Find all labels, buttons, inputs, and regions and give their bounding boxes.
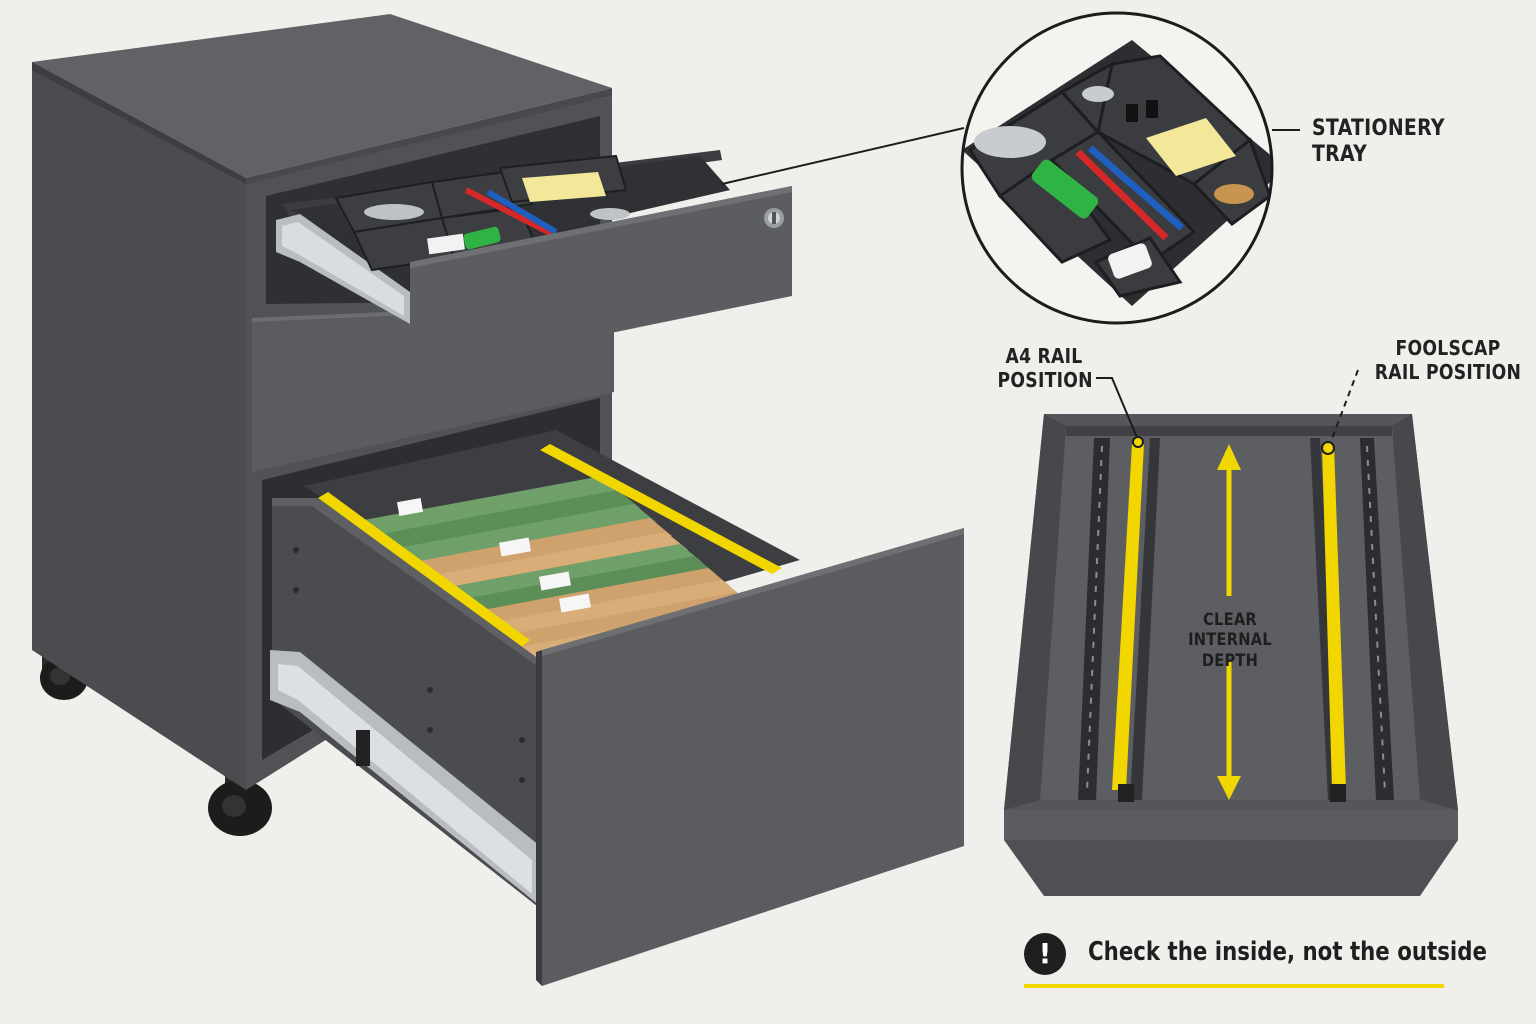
pedestal-cabinet bbox=[32, 14, 964, 986]
foolscap-rail-label-line-1: FOOLSCAP bbox=[1395, 336, 1501, 360]
file-rail-left bbox=[318, 492, 530, 648]
drawer-inside-front-lip bbox=[1004, 810, 1458, 840]
a4-leader-line bbox=[1096, 377, 1139, 441]
a4-rail-label-line-1: A4 RAIL bbox=[1005, 344, 1083, 368]
foolscap-rail-label-line-2: RAIL POSITION bbox=[1374, 360, 1522, 384]
cabinet-side-panel bbox=[32, 62, 246, 790]
exclamation-icon: ! bbox=[1024, 933, 1066, 975]
stationery-tray-detail bbox=[721, 11, 1300, 325]
sticky-notes bbox=[522, 172, 606, 202]
a4-rail-label: A4 RAIL POSITION bbox=[997, 344, 1093, 392]
top-drawer-front bbox=[410, 186, 792, 374]
depth-arrow bbox=[1217, 444, 1241, 800]
foolscap-rail-label: FOOLSCAP RAIL POSITION bbox=[1372, 336, 1523, 384]
a4-rail bbox=[1112, 444, 1144, 790]
clear-depth-label-line-1: CLEAR bbox=[1203, 610, 1257, 630]
warning-banner: ! Check the inside, not the outside bbox=[1024, 928, 1487, 988]
file-drawer bbox=[270, 430, 964, 986]
top-drawer bbox=[276, 150, 792, 374]
drawer-inside-front bbox=[1004, 840, 1458, 896]
foolscap-leader-line bbox=[1329, 369, 1359, 445]
a4-rail-label-line-2: POSITION bbox=[997, 368, 1093, 392]
tray-leader-line bbox=[721, 127, 965, 185]
warning-text: Check the inside, not the outside bbox=[1088, 937, 1487, 967]
stationery-tray-label: STATIONERY TRAY bbox=[1312, 116, 1445, 168]
file-drawer-front bbox=[542, 528, 964, 986]
top-drawer-tray bbox=[334, 154, 630, 272]
clear-depth-label: CLEAR INTERNAL DEPTH bbox=[1161, 610, 1299, 671]
foolscap-rail bbox=[1322, 444, 1346, 790]
cabinet-top bbox=[32, 14, 612, 178]
warning-underline bbox=[1024, 984, 1444, 988]
drawer-inside-view bbox=[1004, 369, 1458, 896]
file-rail-right bbox=[540, 444, 782, 574]
lock-icon[interactable] bbox=[764, 208, 784, 228]
clear-depth-label-line-2: INTERNAL DEPTH bbox=[1188, 630, 1272, 671]
